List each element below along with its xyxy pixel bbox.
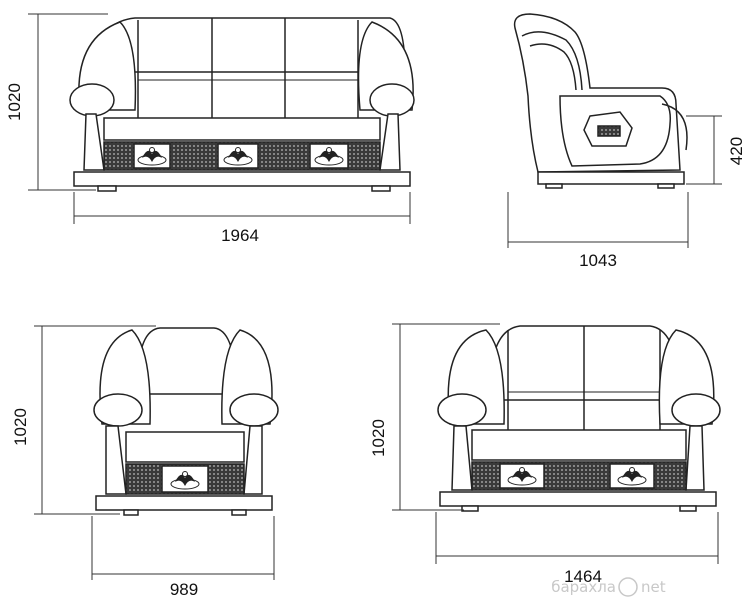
side-dimension-lines (507, 115, 722, 248)
armchair-dimension-lines (34, 325, 275, 580)
side-seat-height-label: 420 (727, 137, 746, 165)
watermark-suffix: net (641, 578, 666, 596)
sofa-two-seat (437, 325, 721, 512)
sofa3-dimension-lines (28, 13, 411, 224)
watermark-text: барахла (551, 578, 616, 596)
sofa3-height-label: 1020 (5, 83, 24, 121)
watermark-circle-icon (618, 577, 638, 597)
armchair-height-label: 1020 (11, 408, 30, 446)
sofa3-width-label: 1964 (221, 226, 259, 245)
sofa2-height-label: 1020 (369, 419, 388, 457)
armchair-width-label: 989 (170, 580, 198, 599)
watermark: барахла net (551, 577, 666, 597)
sofa2-width-label: 1464 (564, 567, 602, 586)
side-depth-label: 1043 (579, 251, 617, 270)
sofa2-dimension-lines (392, 323, 719, 564)
sofa-side-view (513, 13, 688, 189)
armchair (93, 327, 279, 516)
